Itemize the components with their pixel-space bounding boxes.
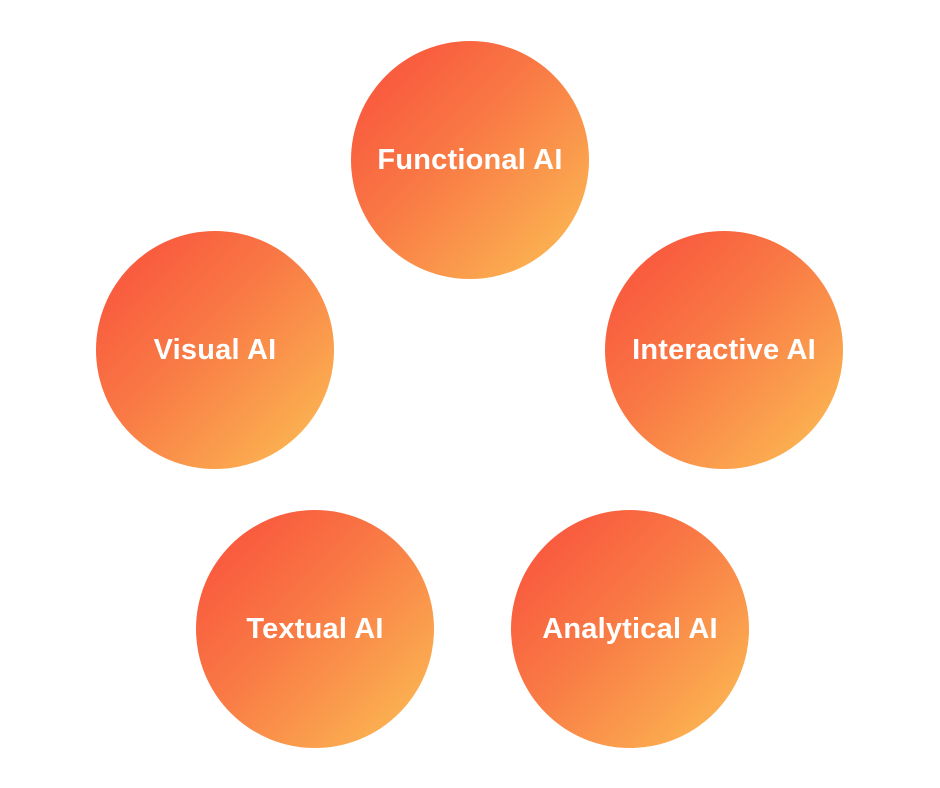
node-visual-ai: Visual AI <box>96 231 334 469</box>
node-interactive-ai-label: Interactive AI <box>632 333 816 366</box>
node-functional-ai: Functional AI <box>351 41 589 279</box>
node-visual-ai-label: Visual AI <box>153 333 277 366</box>
node-textual-ai: Textual AI <box>196 510 434 748</box>
node-interactive-ai: Interactive AI <box>605 231 843 469</box>
node-textual-ai-label: Textual AI <box>246 612 384 645</box>
node-analytical-ai-label: Analytical AI <box>542 612 718 645</box>
node-analytical-ai: Analytical AI <box>511 510 749 748</box>
node-functional-ai-label: Functional AI <box>377 143 563 176</box>
